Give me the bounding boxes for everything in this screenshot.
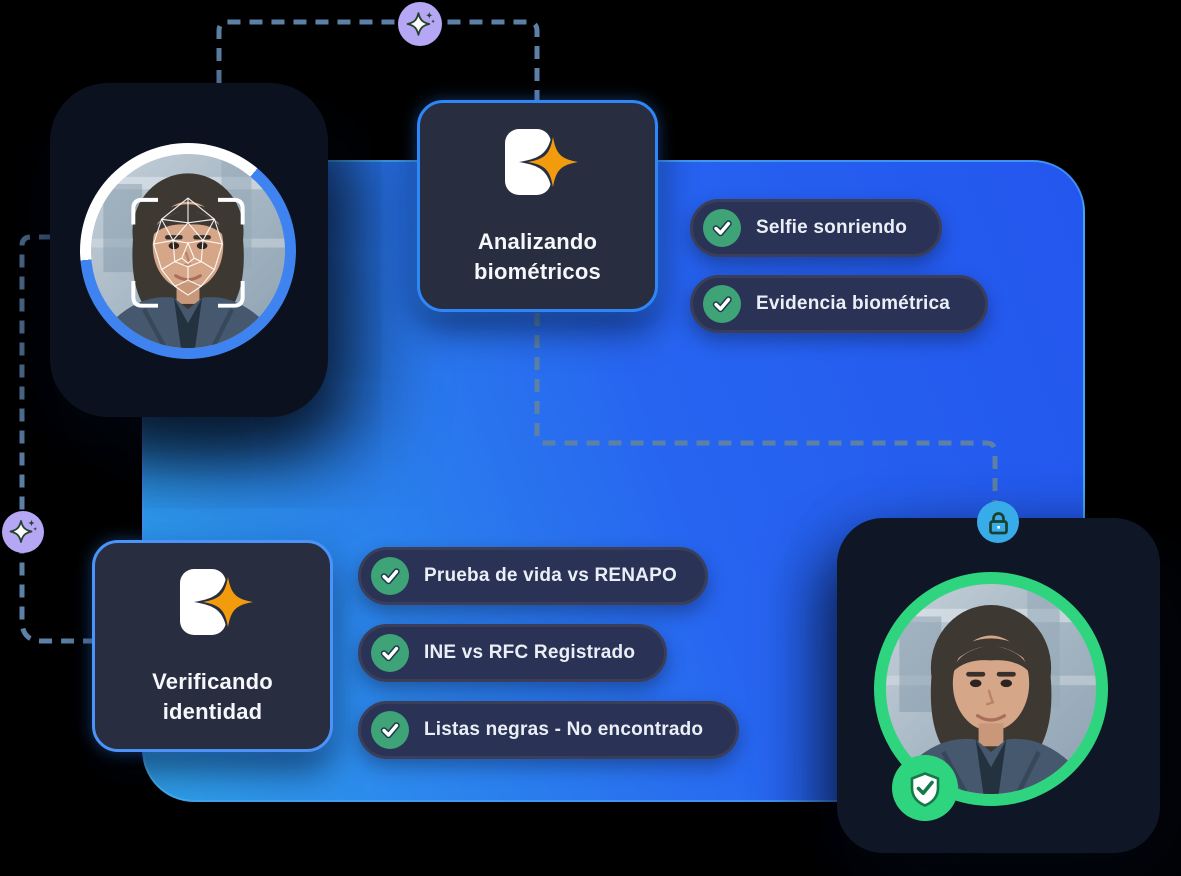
- step-label-line1: Verificando: [152, 669, 273, 694]
- check-pill-evidence: Evidencia biométrica: [690, 275, 988, 333]
- check-pill-blacklists: Listas negras - No encontrado: [358, 701, 739, 759]
- connector-left: [19, 234, 92, 644]
- check-pill-selfie: Selfie sonriendo: [690, 199, 942, 257]
- check-pill-label: Selfie sonriendo: [756, 217, 908, 238]
- brand-logo-icon: [503, 128, 587, 201]
- check-icon: [703, 209, 741, 247]
- sparkle-icon: [398, 2, 442, 46]
- check-icon: [703, 285, 741, 323]
- step-label: Verificando identidad: [152, 667, 273, 727]
- sparkle-icon: [2, 511, 44, 553]
- connector-top: [216, 19, 540, 100]
- step-label-line2: biométricos: [474, 259, 601, 284]
- lock-icon: [977, 501, 1019, 543]
- verified-identity-card: [837, 518, 1160, 853]
- shield-check-badge: [892, 755, 958, 821]
- viewfinder-brackets: [131, 197, 245, 308]
- check-icon: [371, 557, 409, 595]
- verifying-step-card: Verificando identidad: [92, 540, 333, 752]
- analyzing-step-card: Analizando biométricos: [417, 100, 658, 312]
- check-pill-label: Prueba de vida vs RENAPO: [424, 565, 677, 586]
- check-icon: [371, 634, 409, 672]
- check-icon: [371, 711, 409, 749]
- check-pill-renapo: Prueba de vida vs RENAPO: [358, 547, 708, 605]
- step-label: Analizando biométricos: [474, 227, 601, 287]
- check-pill-label: INE vs RFC Registrado: [424, 642, 636, 663]
- brand-logo-icon: [178, 568, 262, 641]
- selfie-capture-card: [50, 83, 328, 417]
- face-scan-ring: [80, 143, 296, 359]
- face-mesh-overlay: [153, 197, 223, 296]
- connector-middle: [534, 313, 998, 503]
- step-label-line1: Analizando: [477, 229, 598, 254]
- check-pill-ine-rfc: INE vs RFC Registrado: [358, 624, 667, 682]
- check-pill-label: Listas negras - No encontrado: [424, 719, 704, 740]
- selfie-photo: [91, 154, 285, 348]
- step-label-line2: identidad: [162, 699, 263, 724]
- check-pill-label: Evidencia biométrica: [756, 293, 951, 314]
